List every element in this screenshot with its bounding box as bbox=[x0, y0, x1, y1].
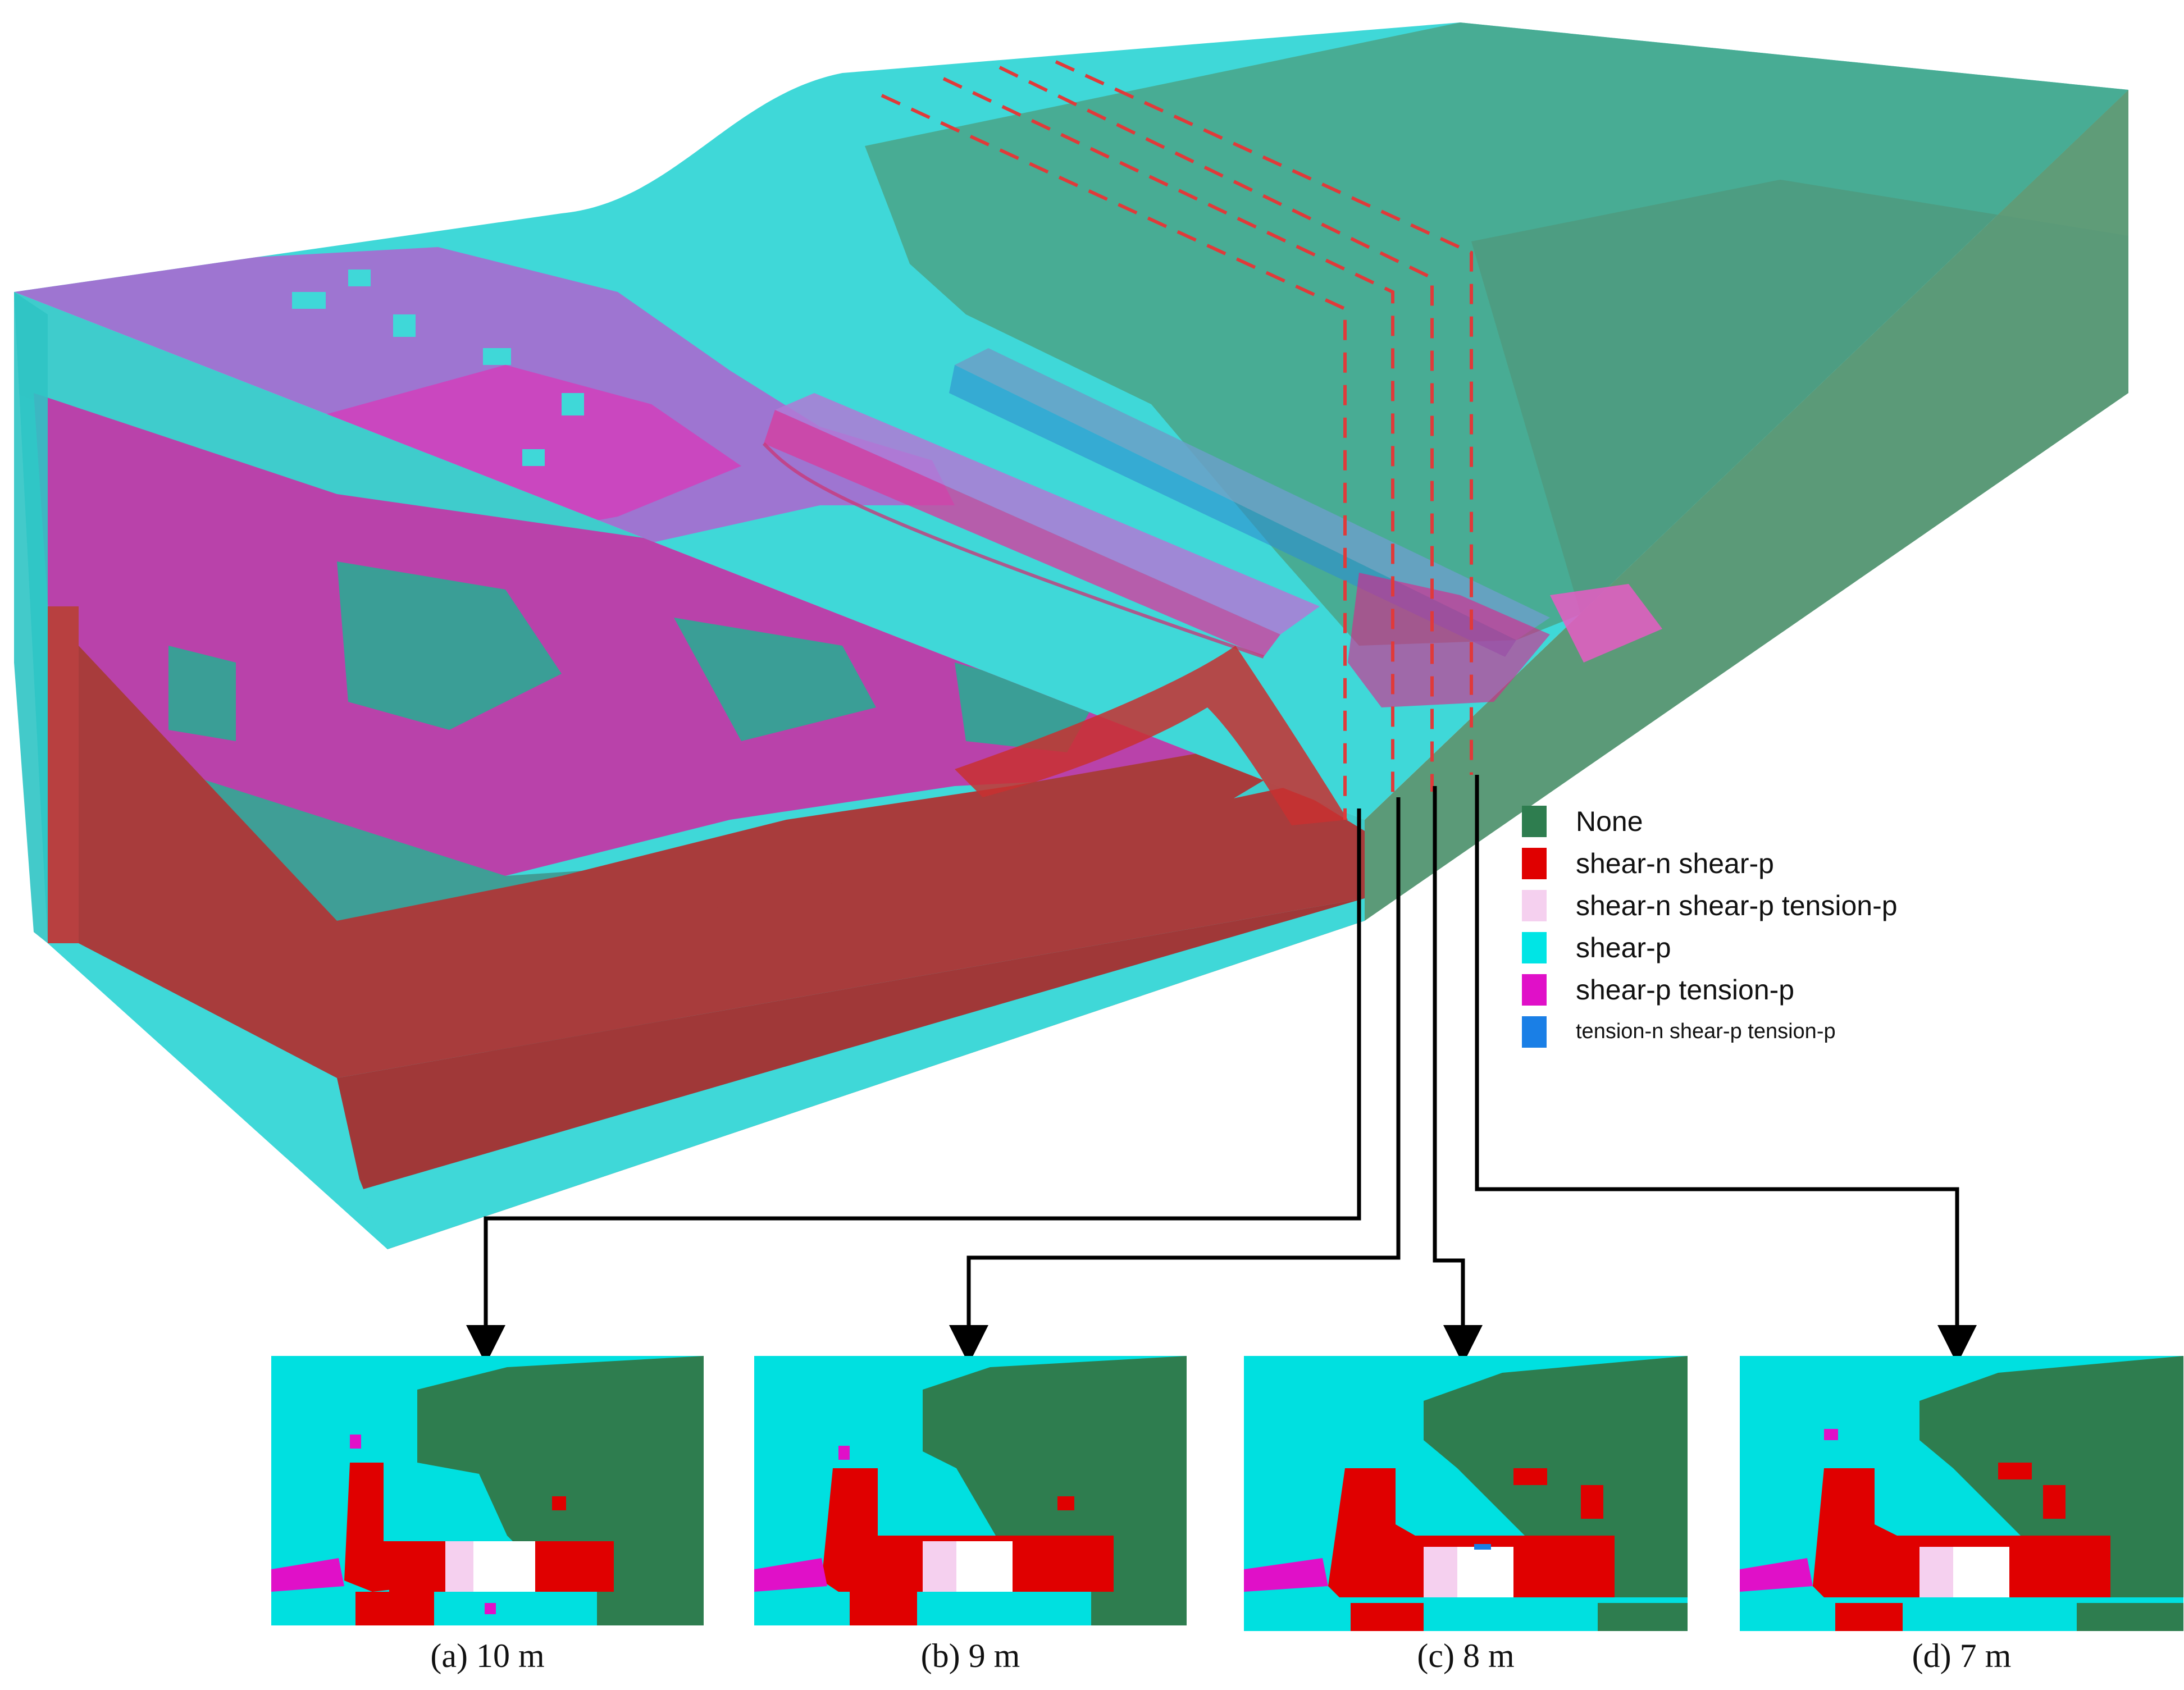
legend-item-shear-n-shear-p-tension-p: shear-n shear-p tension-p bbox=[1522, 884, 2027, 926]
legend-label: None bbox=[1576, 805, 1643, 837]
legend-label: shear-n shear-p bbox=[1576, 847, 1774, 879]
legend-item-shear-p: shear-p bbox=[1522, 926, 2027, 969]
legend-item-tension-n-shear-p-tension-p: tension-n shear-p tension-p bbox=[1522, 1011, 2027, 1053]
legend-swatch bbox=[1522, 805, 1547, 837]
legend-item-shear-n-shear-p: shear-n shear-p bbox=[1522, 842, 2027, 884]
legend-label: tension-n shear-p tension-p bbox=[1576, 1020, 1836, 1043]
caption-panel-c: (c) 8 m bbox=[1417, 1637, 1515, 1674]
tunnel-tubes bbox=[762, 348, 1662, 825]
front-face-zones bbox=[14, 292, 1365, 1249]
legend-label: shear-p bbox=[1576, 931, 1671, 963]
legend-label: shear-n shear-p tension-p bbox=[1576, 889, 1898, 921]
legend-swatch bbox=[1522, 931, 1547, 963]
legend-swatch bbox=[1522, 889, 1547, 921]
model-left-face bbox=[14, 292, 48, 943]
model-3d bbox=[14, 22, 2128, 1249]
legend-swatch bbox=[1522, 1016, 1547, 1048]
panel-d bbox=[1740, 1356, 2183, 1631]
panel-b bbox=[754, 1356, 1187, 1625]
legend-item-none: None bbox=[1522, 800, 2027, 842]
arrow-to-panel-a bbox=[466, 809, 1361, 1364]
panel-c bbox=[1244, 1356, 1688, 1631]
legend-swatch bbox=[1522, 847, 1547, 879]
caption-panel-a: (a) 10 m bbox=[430, 1637, 545, 1674]
caption-panel-b: (b) 9 m bbox=[920, 1637, 1020, 1674]
arrow-to-panel-c bbox=[1433, 786, 1483, 1364]
model-right-face bbox=[1365, 90, 2128, 921]
legend: None shear-n shear-p shear-n shear-p ten… bbox=[1522, 800, 2027, 1053]
caption-panel-d: (d) 7 m bbox=[1912, 1637, 2012, 1674]
section-panels bbox=[271, 1356, 2183, 1631]
legend-label: shear-p tension-p bbox=[1576, 974, 1795, 1006]
arrow-to-panel-d bbox=[1475, 775, 1977, 1364]
arrow-to-panel-b bbox=[949, 797, 1401, 1364]
legend-item-shear-p-tension-p: shear-p tension-p bbox=[1522, 969, 2027, 1011]
legend-swatch bbox=[1522, 974, 1547, 1006]
connector-arrows bbox=[466, 775, 1977, 1364]
section-planes bbox=[881, 60, 1473, 820]
panel-a bbox=[271, 1356, 704, 1625]
